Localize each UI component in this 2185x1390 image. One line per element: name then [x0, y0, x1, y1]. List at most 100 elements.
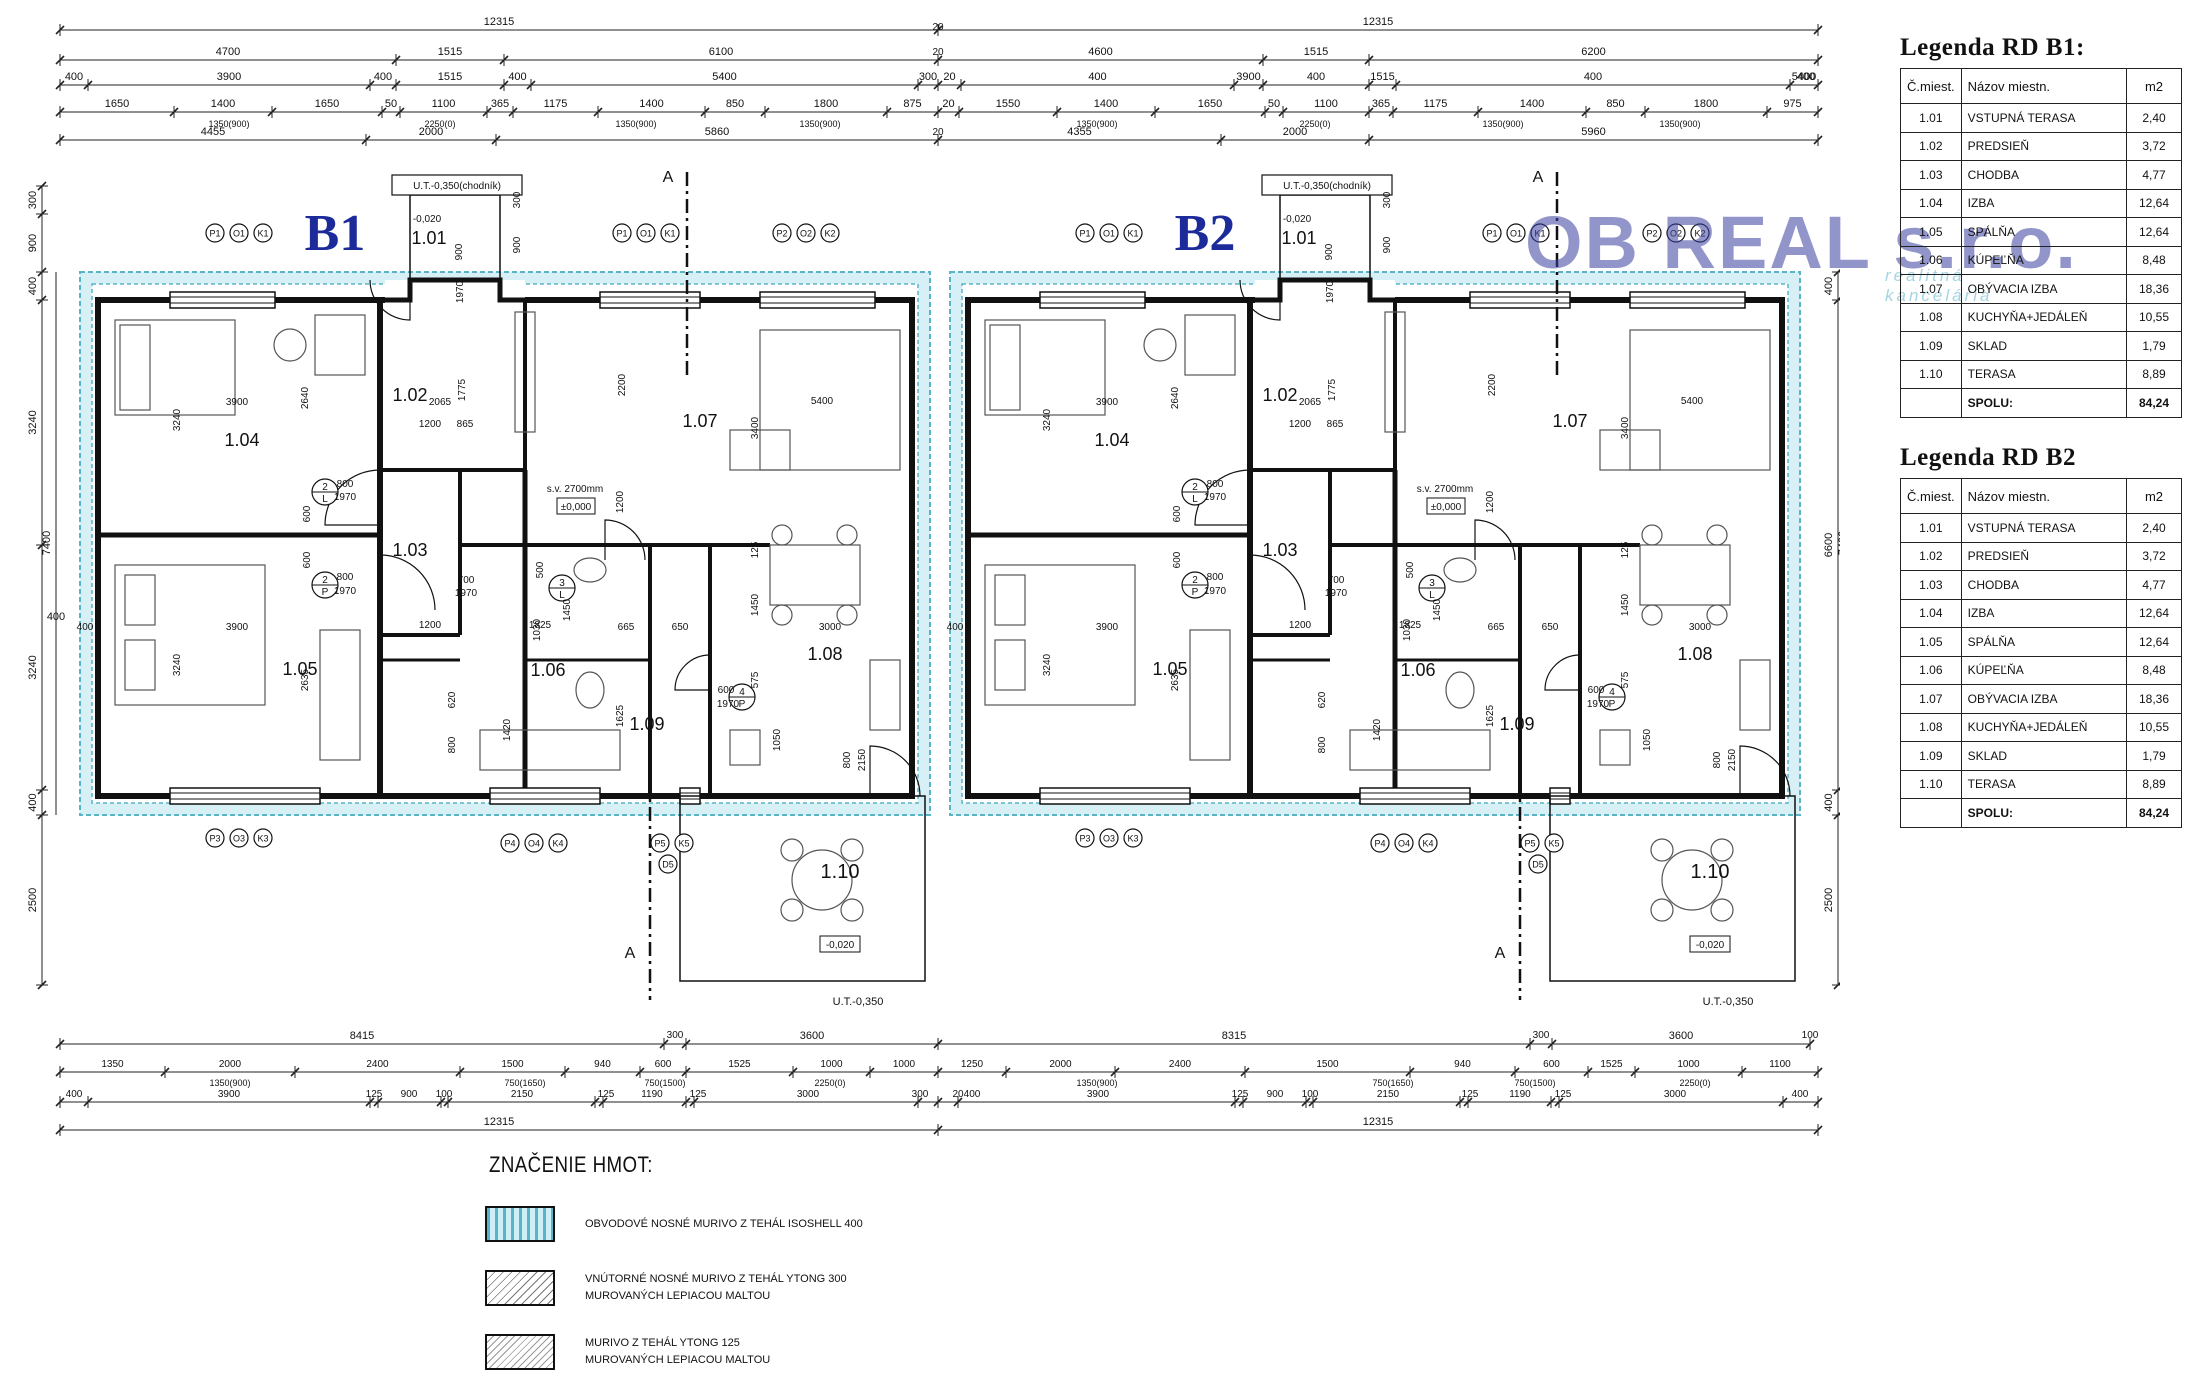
terrace-level: U.T.-0,350 [1703, 996, 1754, 1008]
line [37, 295, 47, 305]
legend-cell: 8,89 [2126, 359, 2182, 389]
window-tag [660, 223, 680, 243]
plan-label: 1800 [814, 98, 838, 110]
inner-dimension: 300 [1382, 191, 1393, 208]
legend-cell: SPOLU: [1960, 798, 2128, 828]
line [1364, 135, 1374, 145]
window [1469, 291, 1571, 309]
line [1813, 55, 1823, 65]
inner-dimension: 2640 [300, 386, 311, 409]
plan-label: 1400 [639, 98, 663, 110]
plan-label: 300 [919, 71, 937, 83]
terrace-inner-level: -0,020 [826, 940, 855, 951]
line [482, 107, 492, 117]
line [55, 1125, 65, 1135]
unit-label: B2 [1175, 205, 1236, 262]
inner-dimension: 800 [842, 751, 853, 768]
window-tag [636, 223, 656, 243]
door-tag-label: P [1609, 699, 1616, 710]
window [489, 787, 601, 805]
plan-label: 2000 [219, 1059, 242, 1070]
legend-cell: 4,77 [2126, 570, 2182, 600]
line [1238, 1097, 1248, 1107]
inner-dimension: 1450 [1432, 598, 1443, 621]
plan-label: 1500 [1316, 1059, 1339, 1070]
plan-label: 100 [1302, 1089, 1319, 1100]
inner-dimension: 1970 [717, 699, 740, 710]
window [1039, 787, 1191, 805]
line [933, 1125, 943, 1135]
room-number: 1.01 [1281, 228, 1316, 248]
plan-label: 1000 [893, 1059, 916, 1070]
plan-label: 125 [598, 1089, 615, 1100]
window-tag-label: O3 [1103, 834, 1115, 844]
plan-label: 400 [1792, 1089, 1809, 1100]
plan-label: 20 [932, 127, 944, 138]
plan-label: 400 [1584, 71, 1602, 83]
plan-label: 4355 [1067, 126, 1091, 138]
plan-label: 1175 [1424, 98, 1448, 110]
inner-dimension: 900 [1324, 243, 1335, 260]
washbasin-icon [573, 557, 607, 583]
plan-label: 3000 [1664, 1089, 1687, 1100]
chair-icon [1143, 328, 1177, 362]
window-tag-label: P4 [1374, 839, 1385, 849]
stove-icon [1599, 729, 1631, 766]
line [913, 1097, 923, 1107]
bed-icon [984, 319, 1106, 416]
legend-cell: 4,77 [2126, 160, 2182, 190]
sink-icon [869, 659, 901, 731]
chair-icon [1706, 604, 1728, 626]
inner-dimension: 2200 [617, 373, 628, 396]
window-tag [205, 223, 225, 243]
legend-cell: 1.09 [1900, 331, 1962, 361]
line [1229, 80, 1239, 90]
inner-dimension: 3000 [819, 622, 842, 633]
line [55, 1097, 65, 1107]
line [37, 810, 47, 820]
plan-label: 750(1500) [644, 1078, 685, 1088]
chair-icon [780, 838, 804, 862]
material-item: VNÚTORNÉ NOSNÉ MURIVO Z TEHÁL YTONG 300 … [485, 1262, 863, 1314]
legend-cell: 3,72 [2126, 541, 2182, 571]
line [1278, 107, 1288, 117]
line [1805, 1039, 1815, 1049]
plan-label: 300 [27, 191, 39, 209]
inner-dimension: 800 [1317, 736, 1328, 753]
door-tag-label: 2 [1192, 575, 1198, 586]
room-number: 1.07 [682, 411, 717, 431]
legend-cell: 18,36 [2126, 684, 2182, 714]
legend-cell: KUCHYŇA+JEDÁLEŇ [1960, 712, 2128, 742]
line [365, 80, 375, 90]
stove-icon [729, 729, 761, 766]
inner-dimension: 3900 [226, 622, 249, 633]
section-mark: A [1533, 169, 1544, 186]
window-tag [1123, 223, 1143, 243]
line [377, 107, 387, 117]
line [933, 1097, 943, 1107]
line [373, 1097, 383, 1107]
material-item: OBVODOVÉ NOSNÉ MURIVO Z TEHÁL ISOSHELL 4… [485, 1198, 863, 1250]
plan-label: 1100 [1769, 1059, 1791, 1070]
material-swatch [485, 1270, 555, 1306]
legend-cell: 1,79 [2126, 331, 2182, 361]
line [1405, 1067, 1415, 1077]
door-swing [869, 745, 921, 797]
window-tag [650, 833, 670, 853]
door-swing [1249, 554, 1306, 611]
plan-label: 2400 [1169, 1059, 1192, 1070]
window-tag [1075, 828, 1095, 848]
plan-label: 1650 [1198, 98, 1222, 110]
chair-icon [1650, 898, 1674, 922]
sink-icon [1739, 659, 1771, 731]
line [1833, 786, 1840, 795]
plan-label: 300 [667, 1030, 684, 1041]
line [55, 1039, 65, 1049]
line [681, 1039, 691, 1049]
line [1301, 1097, 1311, 1107]
inner-dimension: 800 [1712, 751, 1723, 768]
